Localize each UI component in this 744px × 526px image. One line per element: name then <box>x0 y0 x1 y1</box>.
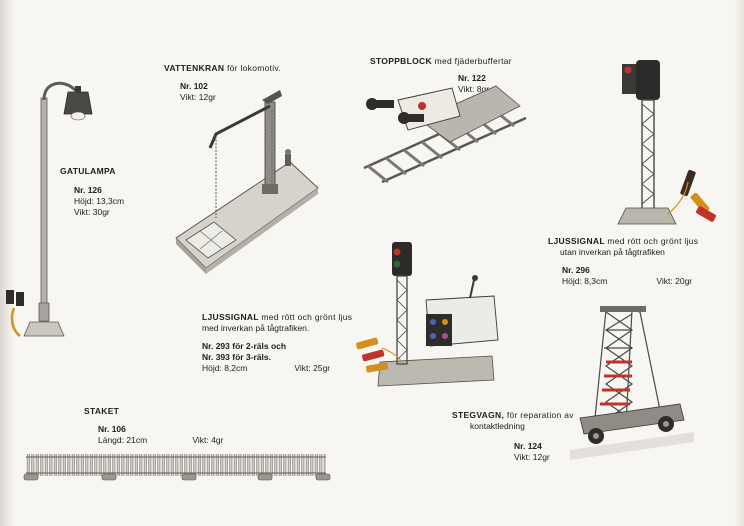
vattenkran-weight: Vikt: 12gr <box>180 92 216 102</box>
stegvagn-number: Nr. 124 <box>514 441 542 451</box>
ljussignal-296-weight: Vikt: 20gr <box>656 276 693 286</box>
light-signal-293-illustration <box>356 242 499 387</box>
vattenkran-title: VATTENKRAN för lokomotiv. <box>164 63 281 74</box>
staket-weight: Vikt: 4gr <box>192 435 224 445</box>
buffer-stop-illustration <box>363 85 527 184</box>
staket-length: Längd: 21cm <box>98 435 148 445</box>
staket-specs: Längd: 21cm Vikt: 4gr <box>98 435 223 446</box>
ljussignal-296-title: LJUSSIGNAL med rött och grönt ljus <box>548 236 698 247</box>
stoppblock-title-bold: STOPPBLOCK <box>370 56 432 66</box>
fence-illustration <box>23 454 331 481</box>
gatulampa-height: Höjd: 13,3cm <box>74 196 125 206</box>
vattenkran-title-bold: VATTENKRAN <box>164 63 225 73</box>
stegvagn-description: kontaktledning <box>470 421 525 431</box>
ladder-wagon-illustration <box>570 306 694 460</box>
ljussignal-293-height: Höjd: 8,2cm <box>202 363 248 373</box>
ljussignal-393-number: Nr. 393 för 3-räls. <box>202 352 271 362</box>
street-lamp-illustration <box>6 81 93 337</box>
ljussignal-293-weight: Vikt: 25gr <box>294 363 331 373</box>
stoppblock-title: STOPPBLOCK med fjäderbuffertar <box>370 56 512 67</box>
page-fold-shadow <box>0 0 14 526</box>
gatulampa-number: Nr. 126 <box>74 185 102 195</box>
staket-title: STAKET <box>84 406 120 416</box>
ljussignal-296-title-bold: LJUSSIGNAL <box>548 236 605 246</box>
ljussignal-293-specs: Höjd: 8,2cm Vikt: 25gr <box>202 363 330 374</box>
stoppblock-number: Nr. 122 <box>458 73 486 83</box>
stegvagn-title: STEGVAGN, för reparation av <box>452 410 574 421</box>
stegvagn-weight: Vikt: 12gr <box>514 452 550 462</box>
stegvagn-subtitle: för reparation av <box>506 410 574 420</box>
vattenkran-number: Nr. 102 <box>180 81 208 91</box>
staket-number: Nr. 106 <box>98 424 126 434</box>
ljussignal-296-number: Nr. 296 <box>562 265 590 275</box>
ljussignal-293-number: Nr. 293 för 2-räls och <box>202 341 287 351</box>
ljussignal-293-title-bold: LJUSSIGNAL <box>202 312 259 322</box>
ljussignal-293-title: LJUSSIGNAL med rött och grönt ljus <box>202 312 352 323</box>
ljussignal-296-specs: Höjd: 8,3cm Vikt: 20gr <box>562 276 692 287</box>
ljussignal-293-description: med inverkan på tågtrafiken. <box>202 323 310 333</box>
ljussignal-296-description: utan inverkan på tågtrafiken <box>560 247 665 257</box>
ljussignal-296-height: Höjd: 8,3cm <box>562 276 608 286</box>
gatulampa-weight: Vikt: 30gr <box>74 207 110 217</box>
stegvagn-title-bold: STEGVAGN, <box>452 410 505 420</box>
gatulampa-title: GATULAMPA <box>60 166 116 176</box>
stoppblock-subtitle: med fjäderbuffertar <box>434 56 512 66</box>
vattenkran-subtitle: för lokomotiv. <box>226 63 282 73</box>
light-signal-296-illustration <box>617 60 716 225</box>
stoppblock-weight: Vikt: 8gr <box>458 84 490 94</box>
page-edge-shadow <box>734 0 744 526</box>
ljussignal-296-subtitle: med rött och grönt ljus <box>607 236 699 246</box>
ljussignal-293-subtitle: med rött och grönt ljus <box>261 312 353 322</box>
water-crane-illustration <box>175 90 319 274</box>
